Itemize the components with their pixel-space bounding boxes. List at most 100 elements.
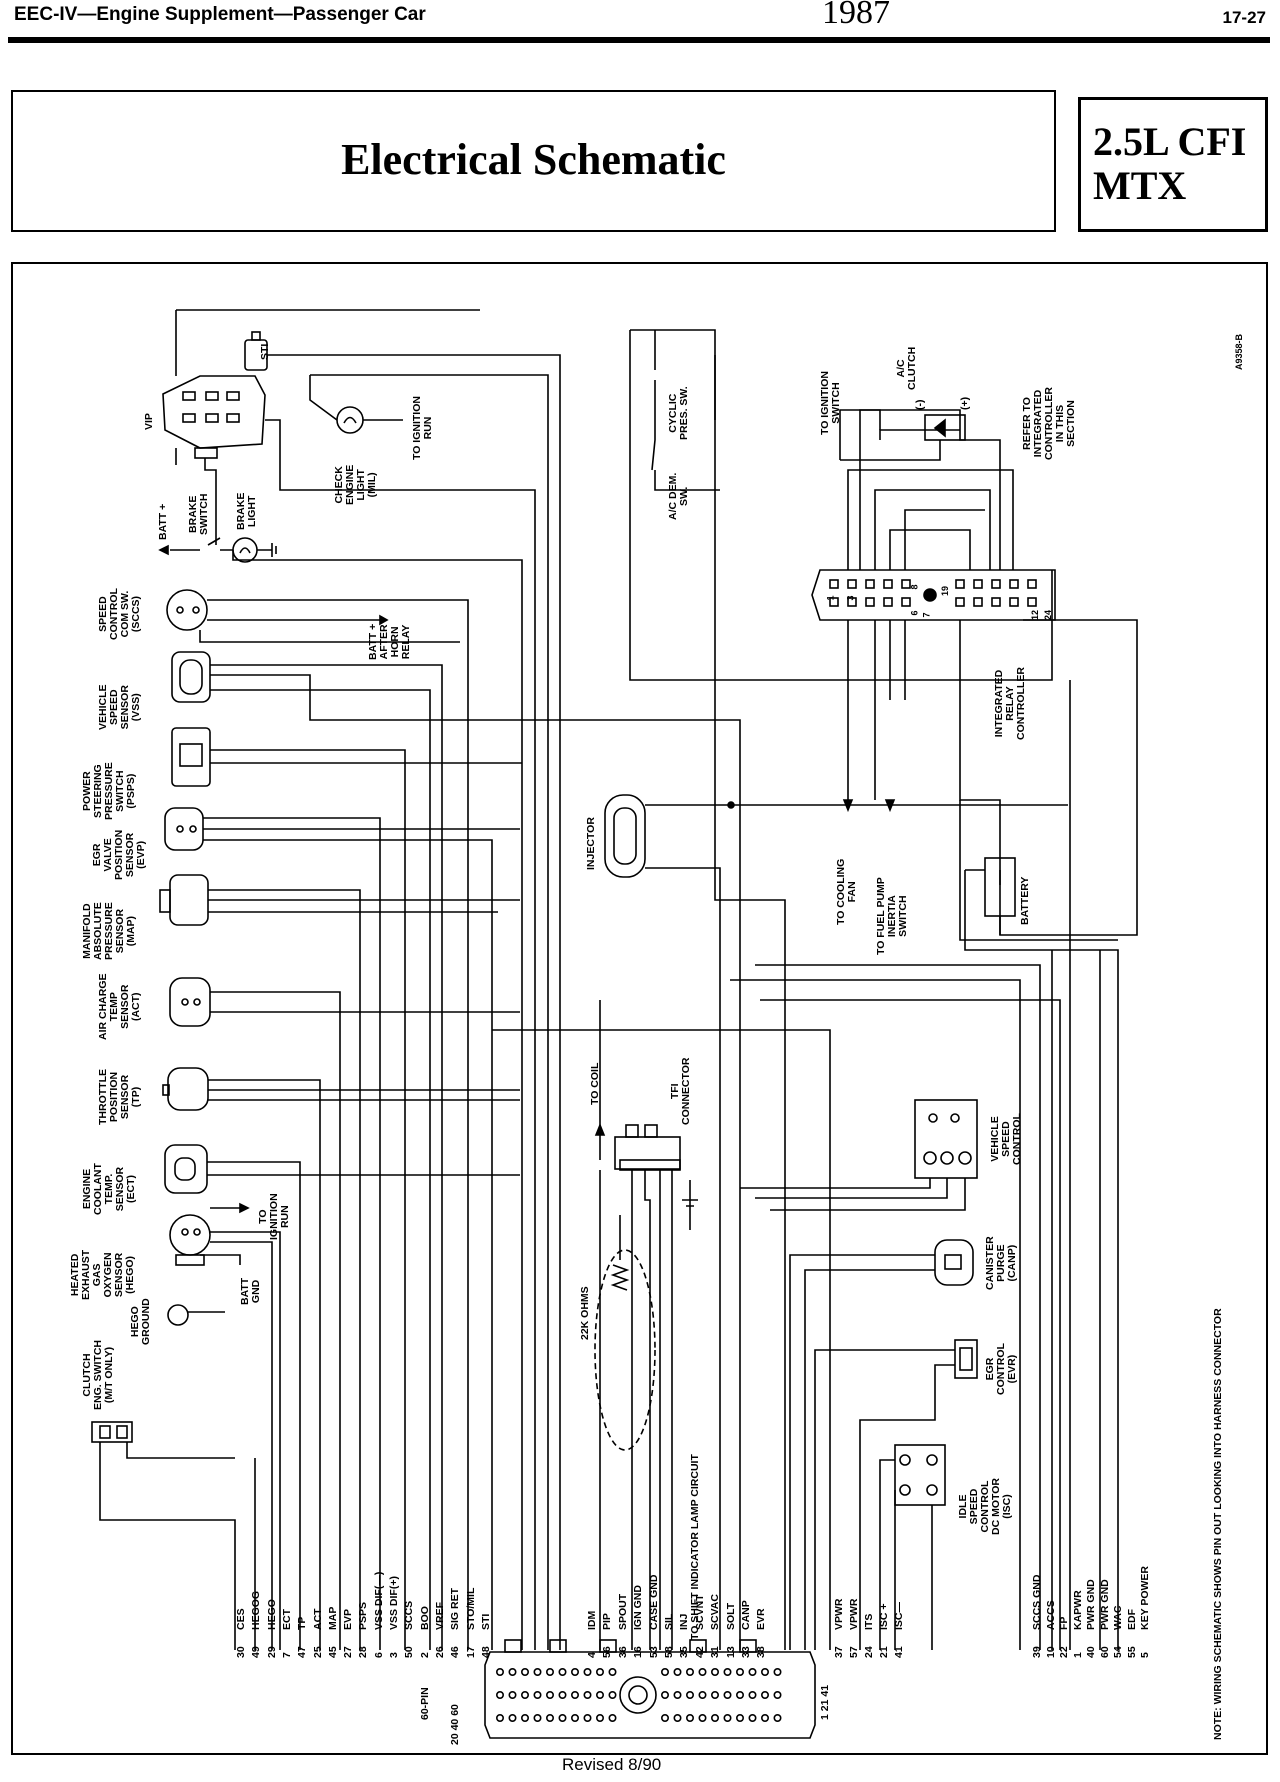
ecu-pin-hole	[710, 1691, 719, 1700]
ecu-pin-hole	[533, 1668, 542, 1677]
manual-section-title: EEC-IV—Engine Supplement—Passenger Car	[14, 4, 426, 25]
irc-pin-number: 3	[845, 595, 856, 601]
pin-left-name-line: HEGOG	[250, 1590, 263, 1630]
pin-left-num-line: 45	[326, 1646, 339, 1658]
batt-gnd-label-line: GND	[250, 1279, 262, 1304]
conn-right-numbers: 1 21 41	[819, 1685, 831, 1720]
check-engine-label-line: (MIL)	[366, 472, 378, 498]
irc-pin-socket	[865, 597, 875, 607]
ecu-pin-hole	[570, 1668, 579, 1677]
ecu-pin-hole	[570, 1714, 579, 1723]
pin-isc-name-line: ITS	[863, 1613, 875, 1630]
ecu-pin-hole	[735, 1714, 744, 1723]
irc-pin-socket	[847, 597, 857, 607]
pin-left-num-line: 3	[388, 1652, 400, 1658]
pin60-label-line: 60-PIN	[419, 1687, 431, 1720]
egr-control	[954, 1339, 978, 1379]
vip-label-line: VIP	[143, 413, 155, 430]
pin-right-name: SCCS GND	[1031, 1575, 1043, 1630]
irc-pin-socket	[991, 579, 1001, 589]
to-fuel-pump-label-line: SWITCH	[897, 895, 909, 937]
irc-pin-number: 24	[1043, 609, 1054, 621]
schematic-id-label: A9358-B	[1234, 334, 1245, 370]
ecu-pin-hole	[710, 1668, 719, 1677]
pin-left-num-line: 25	[311, 1646, 324, 1658]
pin-right-name-line: WAC	[1112, 1605, 1124, 1631]
pin-left-name: SIG RET	[449, 1588, 461, 1630]
ecu-pin-hole	[545, 1691, 554, 1700]
pin-left-num-line: 7	[280, 1652, 293, 1658]
pin-mid-name: CANP	[740, 1600, 752, 1630]
note-label-line: NOTE: WIRING SCHEMATIC SHOWS PIN OUT LOO…	[1212, 1308, 1224, 1740]
pin-left-name: MAP	[327, 1607, 339, 1630]
isc-motor	[894, 1444, 946, 1506]
ecu-pin-hole	[533, 1691, 542, 1700]
pin-isc-num: 57	[848, 1646, 860, 1658]
pin-left-num-line: 49	[250, 1646, 263, 1658]
ecu-pin-hole	[520, 1691, 529, 1700]
ecu-pin-hole	[495, 1714, 504, 1723]
batt-plus-label-line: BATT +	[157, 503, 169, 540]
ecu-pin-hole	[595, 1668, 604, 1677]
pin-left-num: 49	[250, 1646, 263, 1658]
pin-right-name: WAC	[1112, 1605, 1124, 1631]
pin-right-num: 10	[1045, 1646, 1057, 1658]
pin-mid-num: 42	[694, 1646, 706, 1658]
pin-left-name: BOO	[419, 1606, 431, 1630]
pin-mid-num-line: 36	[616, 1646, 629, 1658]
ecu-pin-hole	[735, 1668, 744, 1677]
transmission-type: MTX	[1093, 163, 1187, 208]
ecu-pin-hole	[685, 1668, 694, 1677]
batt-plus-label: BATT +	[157, 503, 169, 540]
ecu-pin-hole	[520, 1668, 529, 1677]
pin-left-name: ACT	[312, 1608, 324, 1630]
pin-mid-name: EVR	[755, 1608, 767, 1630]
pin-mid-num: 4	[586, 1652, 598, 1658]
engine-type: 2.5L CFI	[1093, 119, 1247, 164]
pin-left-num: 6	[373, 1652, 385, 1658]
pin-mid-num-line: 56	[601, 1646, 614, 1658]
pin-left-num: 28	[357, 1646, 369, 1658]
pin-mid-name-line: INJ	[678, 1613, 691, 1630]
pin-mid-name: SCVAC	[709, 1594, 721, 1630]
irc-pin-socket	[955, 579, 965, 589]
pin-mid-name: INJ	[678, 1613, 691, 1630]
schematic-frame	[11, 262, 1268, 1755]
ecu-pin-hole	[558, 1691, 567, 1700]
pin-mid-num: 35	[678, 1646, 690, 1658]
pin-right-name: PWR GND	[1099, 1579, 1111, 1630]
clutch-minus-label-line: (-)	[914, 399, 926, 411]
pin-mid-num-line: 58	[663, 1646, 675, 1658]
ecu-pin-hole	[583, 1714, 592, 1723]
pin-mid-num-line: 38	[755, 1646, 768, 1658]
ac-clutch-label-line: CLUTCH	[906, 346, 918, 390]
pin-right-name-line: ACCS	[1044, 1600, 1057, 1630]
ecu-pin-hole	[710, 1714, 719, 1723]
pin-isc-name: VPWR	[848, 1599, 860, 1631]
ecu-pin-hole	[545, 1668, 554, 1677]
ecu-pin-hole	[723, 1714, 732, 1723]
irc-pin-socket	[1027, 579, 1037, 589]
ohms-label: 22K OHMS	[579, 1286, 591, 1340]
ecu-pin-hole	[508, 1714, 517, 1723]
pin-isc-num-line: 24	[863, 1646, 875, 1658]
ecu-pin-hole	[773, 1668, 782, 1677]
pin-mid-name-line: SOLT	[724, 1602, 737, 1630]
pin-isc-num-line: 41	[893, 1646, 905, 1658]
ecu-pin-hole	[533, 1714, 542, 1723]
pin-mid-name-line: SPOUT	[616, 1593, 629, 1630]
sccs-label-line: (SCCS)	[130, 595, 142, 633]
pin-left-num-line: 48	[479, 1646, 492, 1658]
pin-mid-name: SOLT	[724, 1602, 737, 1630]
pin-right-name-line: FP	[1058, 1616, 1070, 1630]
pin-mid-num: 13	[725, 1646, 737, 1658]
act-label-line: (ACT)	[130, 992, 142, 1022]
pin-left-name-line: STO/MIL	[464, 1587, 477, 1630]
pin-left-num-line: 26	[433, 1646, 446, 1658]
pin-left-num: 47	[296, 1646, 308, 1658]
